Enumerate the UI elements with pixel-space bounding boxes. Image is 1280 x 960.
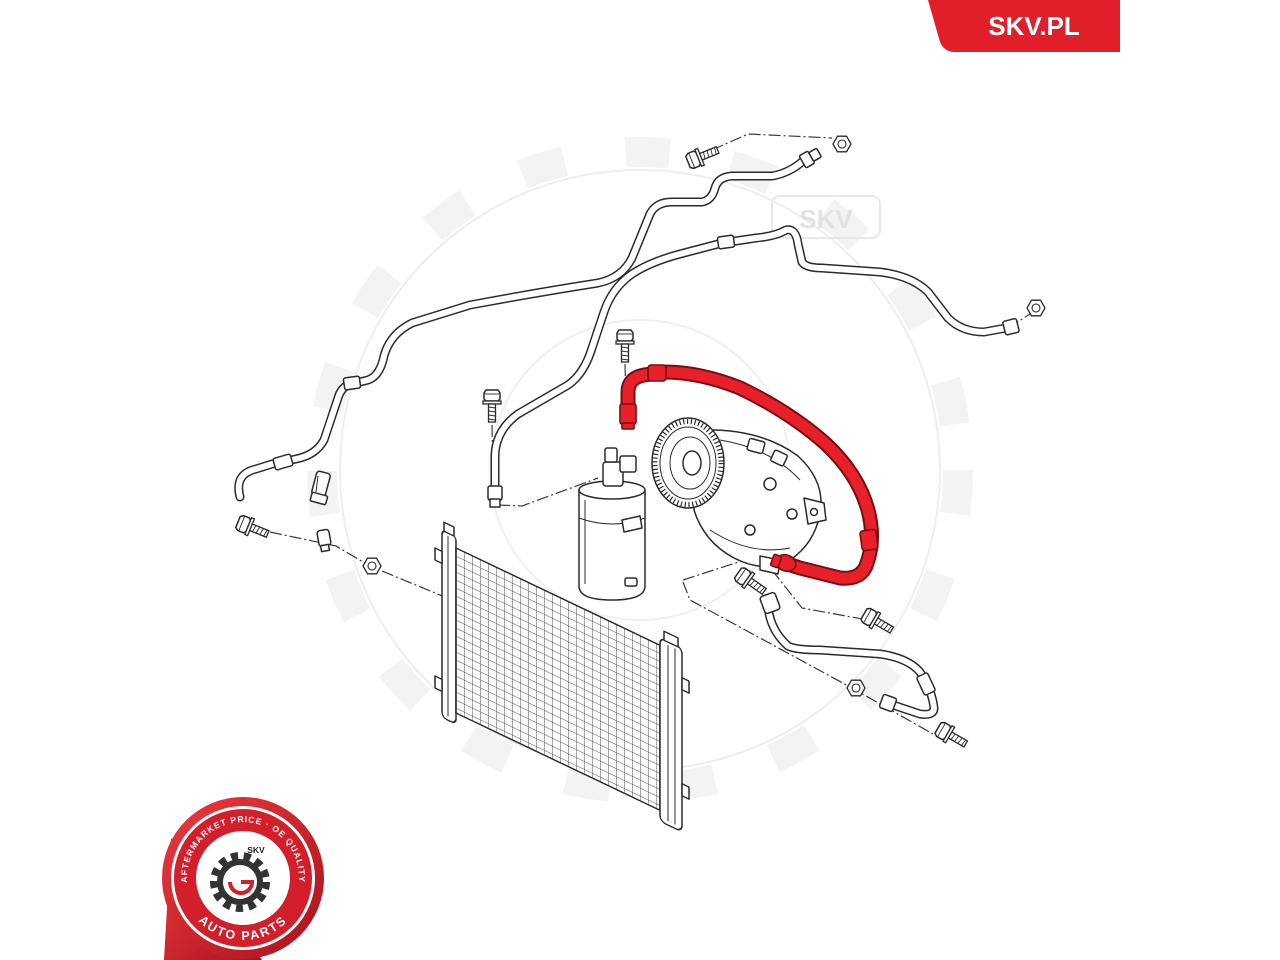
leader-line <box>682 581 941 739</box>
drier-port <box>619 455 637 473</box>
pipe-right-top-fitting <box>759 591 781 615</box>
compressor-bolt <box>744 524 756 536</box>
highlighted-ac-hose <box>619 364 879 578</box>
bolt <box>233 512 272 544</box>
bolt <box>482 389 502 423</box>
skv-banner: SKV.PL <box>928 0 1120 52</box>
pipe-upper-sleeve <box>272 453 294 471</box>
receiver-drier <box>578 447 646 601</box>
hose-top-ring <box>621 422 635 430</box>
nut <box>362 557 382 575</box>
pipe-lower-end-fitting <box>487 485 503 501</box>
leader-line <box>269 531 453 601</box>
watermark-gear-teeth <box>307 137 973 803</box>
pipe-lower-end-nut <box>489 498 501 508</box>
hose-top-nut <box>619 403 637 425</box>
pipe-right-end-fitting <box>878 693 898 713</box>
bolt <box>615 329 635 363</box>
pipe-upper-end-fitting <box>798 147 822 169</box>
hose-end-stub <box>769 553 783 569</box>
compressor-pulley-ribs <box>652 419 724 507</box>
badge-center-text: SKV <box>247 845 265 855</box>
bolt <box>932 719 971 753</box>
drier-port <box>604 447 618 463</box>
pipe-upper-sleeve <box>342 375 362 391</box>
compressor-body <box>693 429 822 568</box>
condenser-right-tank <box>659 638 683 831</box>
condenser <box>434 521 690 831</box>
leader-line <box>497 477 599 507</box>
banner-background <box>928 0 1120 52</box>
condenser-bracket <box>681 782 690 800</box>
pipe-right-sleeve <box>916 672 936 696</box>
temperature-sensor <box>316 528 332 553</box>
leader-line <box>711 133 833 151</box>
banner-text: SKV.PL <box>988 11 1080 41</box>
pipe-lower-end-fitting <box>1002 317 1020 336</box>
condenser-bracket <box>681 676 690 694</box>
pipe-upper <box>239 147 822 497</box>
compressor-hub <box>682 450 702 476</box>
pipe-right-fill <box>768 606 934 714</box>
condenser-left-tank <box>441 530 457 723</box>
compressor-bolt <box>786 508 798 520</box>
condenser-bracket <box>434 675 443 693</box>
bolt <box>683 140 722 172</box>
badge-center <box>196 831 290 925</box>
hose-crimp-sleeve <box>859 528 879 552</box>
condenser-cap <box>443 521 455 537</box>
nut <box>832 135 852 153</box>
hose-joint-sleeve <box>647 364 667 382</box>
gear-icon <box>210 852 270 912</box>
compressor-bolt <box>763 477 777 491</box>
fasteners <box>233 135 1046 753</box>
nut <box>846 679 866 697</box>
pipe-lower <box>487 230 1020 508</box>
compressor-port <box>770 449 788 467</box>
drier-body <box>578 490 646 601</box>
ac-compressor <box>651 417 827 575</box>
pipe-lower-sleeve <box>716 234 736 250</box>
drier-clamp-tab <box>621 515 643 533</box>
nut <box>1026 299 1046 317</box>
leader-line <box>682 554 869 621</box>
watermark-frame <box>771 195 881 239</box>
compressor-bolt <box>809 507 819 517</box>
pipe-right <box>759 591 936 715</box>
watermark-text: SKV <box>799 204 853 234</box>
condenser-cap <box>663 630 679 648</box>
compressor-port <box>746 437 766 455</box>
pressure-switch <box>309 470 331 506</box>
drier-label <box>624 577 638 587</box>
condenser-bracket <box>434 547 443 565</box>
skv-badge: AFTERMARKET PRICE · OE QUALITY AUTO PART… <box>162 797 324 960</box>
